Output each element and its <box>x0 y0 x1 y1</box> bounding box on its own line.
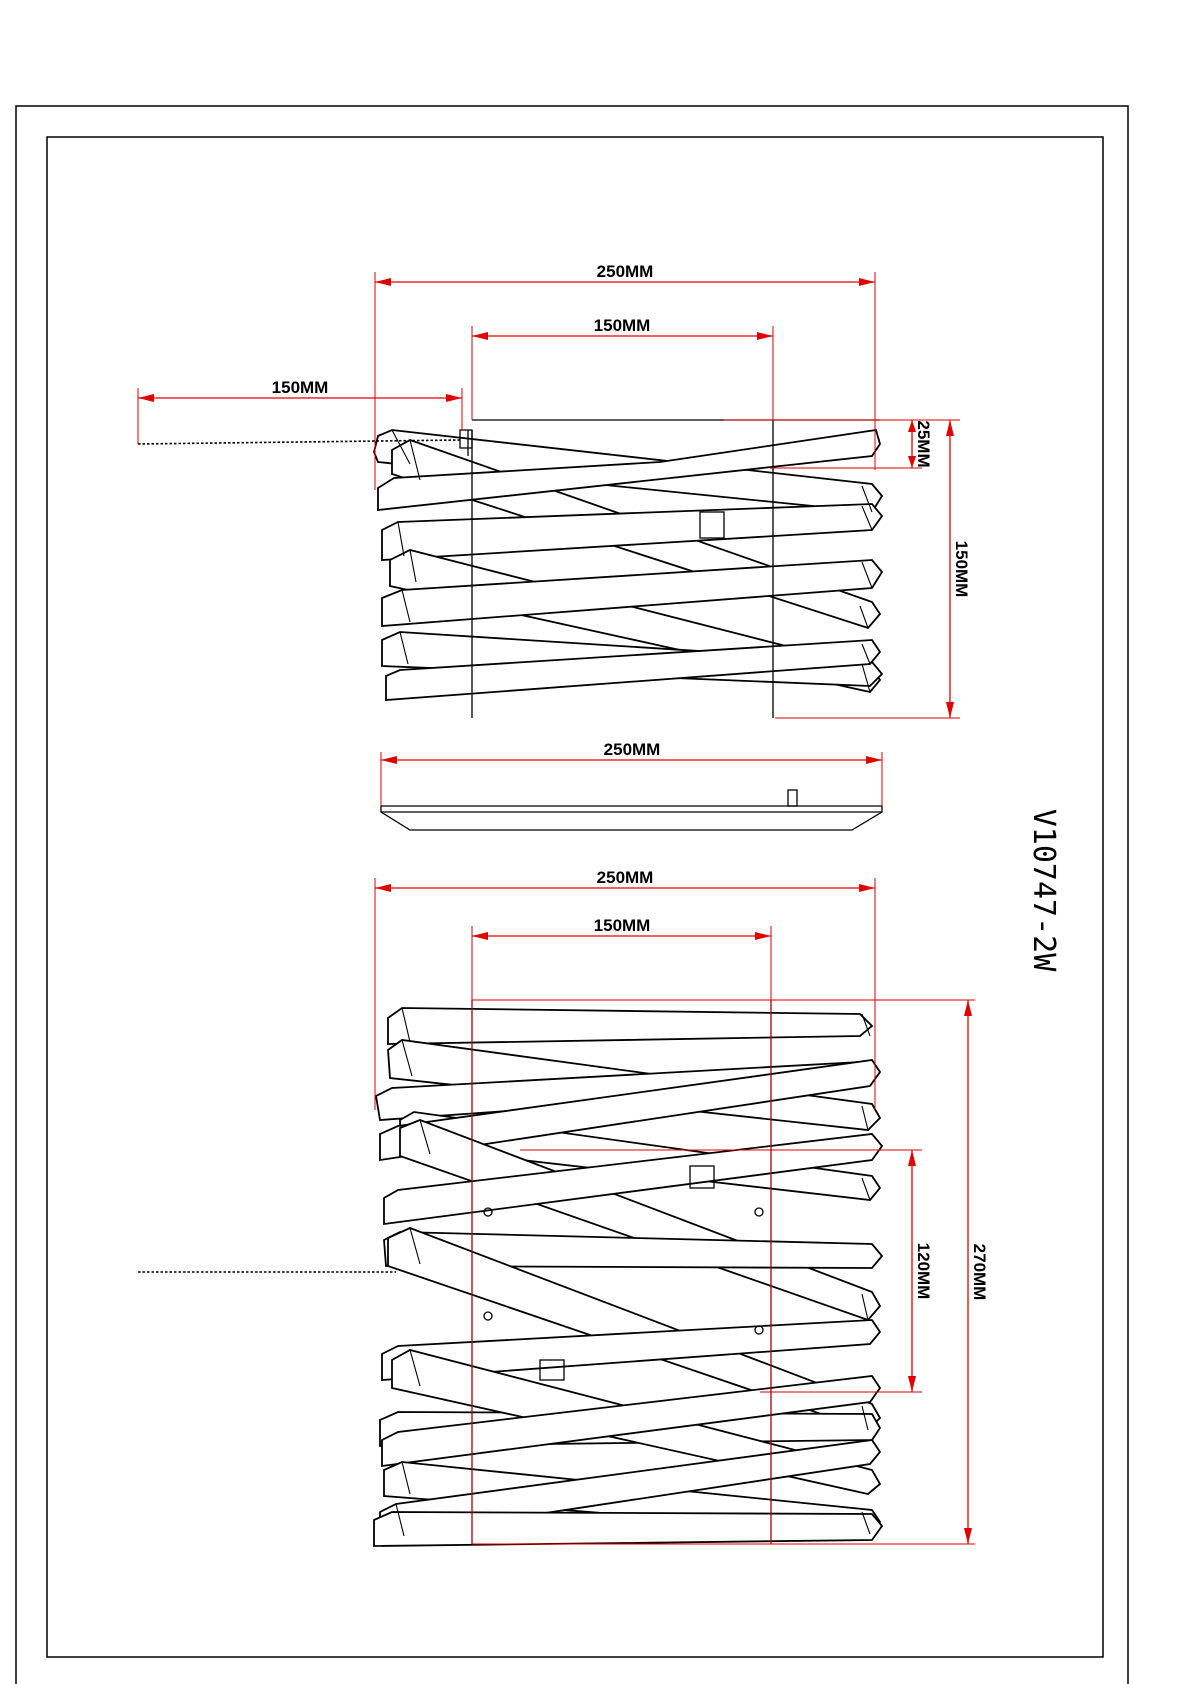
top-crystal-bars <box>373 428 884 701</box>
top-view <box>137 419 884 718</box>
mount-hole-1 <box>483 1207 493 1217</box>
mount-hole-4 <box>754 1325 764 1335</box>
bottom-dimensions: 250MM 150MM 120MM 270MM <box>374 868 989 1545</box>
outer-border <box>15 105 1129 1684</box>
top-inner-width-label: 150MM <box>594 316 651 335</box>
top-canopy-height-label: 25MM <box>914 420 933 467</box>
top-center-block <box>699 511 725 539</box>
bottom-mid-height-label: 120MM <box>914 1243 933 1300</box>
bottom-view <box>138 1000 884 1547</box>
bottom-crystal-bars <box>373 1007 884 1547</box>
bottom-inner-width-label: 150MM <box>594 916 651 935</box>
top-dimensions: 250MM 150MM 150MM 25MM 150MM <box>137 262 971 719</box>
top-chain-length-label: 150MM <box>272 378 329 397</box>
top-overall-width-label: 250MM <box>597 262 654 281</box>
canopy-view: 250MM <box>380 740 883 831</box>
canopy-knob <box>787 789 798 807</box>
bottom-total-height-label: 270MM <box>970 1244 989 1301</box>
canopy-plate <box>380 805 883 831</box>
bottom-overall-width-label: 250MM <box>597 868 654 887</box>
inner-border <box>46 136 1104 1658</box>
model-code-label: V10747-2W <box>1026 809 1061 972</box>
top-total-height-label: 150MM <box>952 541 971 598</box>
mount-hole-3 <box>483 1311 493 1321</box>
mount-hole-2 <box>754 1207 764 1217</box>
canopy-width-label: 250MM <box>604 740 661 759</box>
